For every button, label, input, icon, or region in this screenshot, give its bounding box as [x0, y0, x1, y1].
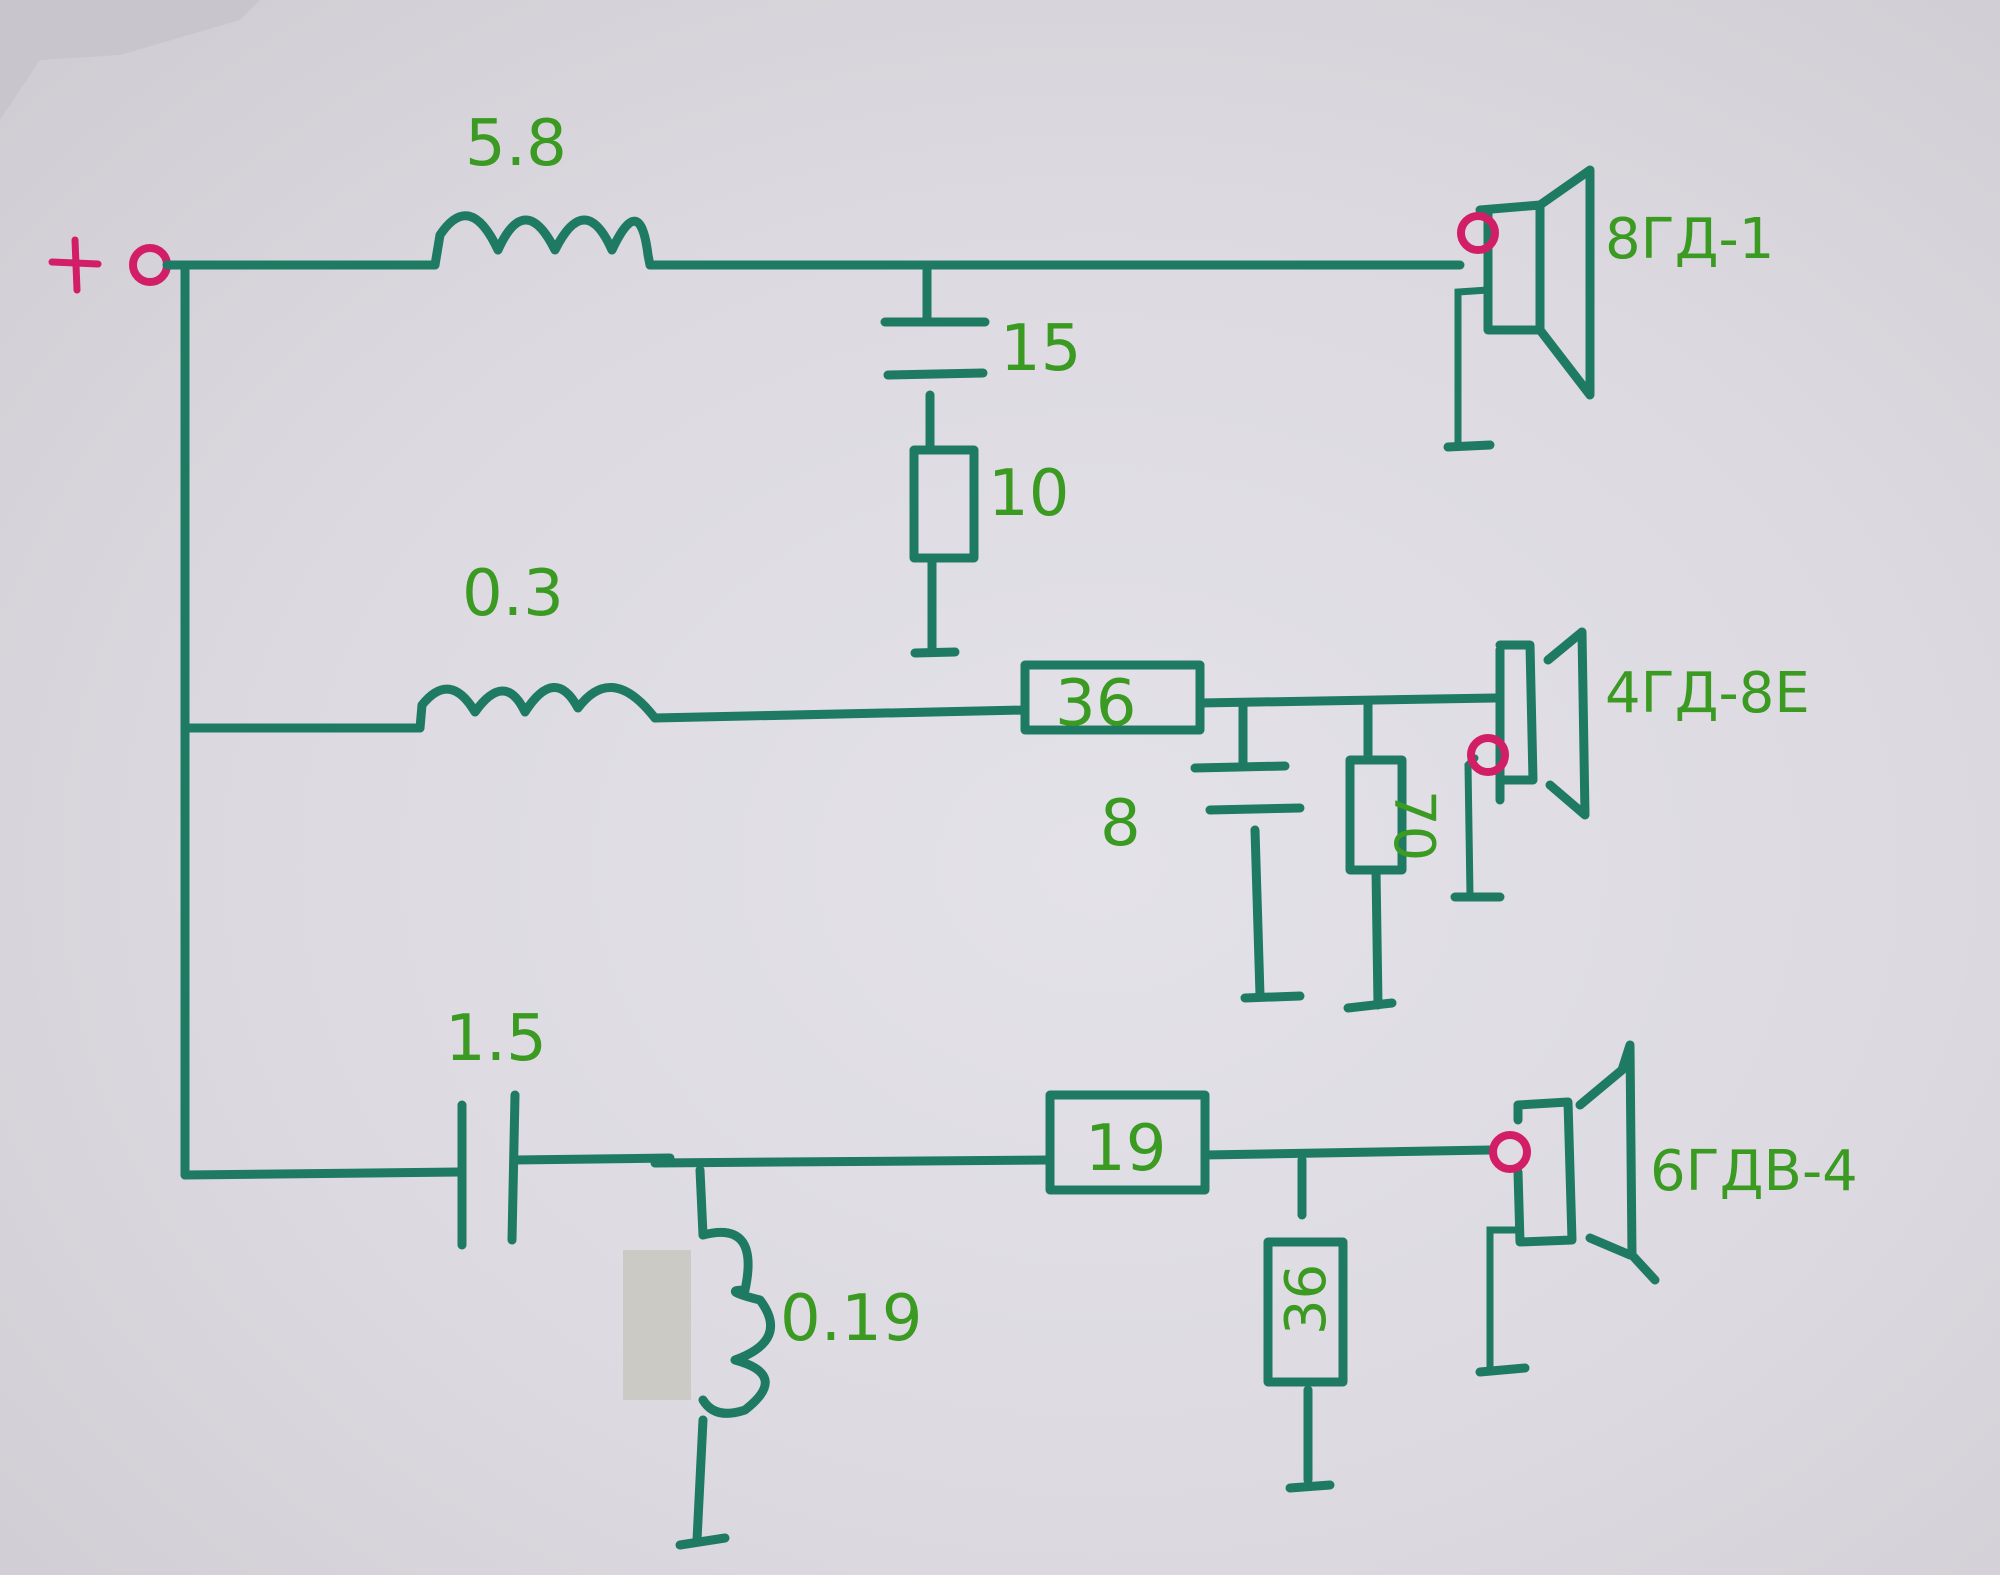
capacitor-c1-plate-b [883, 368, 988, 380]
resistor-r1-label: 10 [988, 457, 1069, 531]
ground-symbol [1240, 991, 1305, 1003]
speaker-magnet [1495, 640, 1538, 785]
resistor-r1 [909, 445, 979, 563]
speaker-terminal [1489, 1131, 1531, 1173]
ground-symbol [1443, 440, 1495, 452]
speaker-cone [1575, 1040, 1660, 1285]
speaker-return-wire [1454, 286, 1492, 449]
speaker-6gdv4: 6ГДВ-4 [1475, 1040, 1858, 1377]
branch-low: 5.8 15 10 8ГД-1 [162, 107, 1774, 658]
resistor-r2-label: 36 [1055, 667, 1136, 741]
resistor-r4 [1045, 1090, 1210, 1195]
resistor-r5-label: 36 [1274, 1264, 1339, 1335]
ground-symbol [1285, 1480, 1335, 1493]
capacitor-c1-label: 15 [1000, 312, 1081, 386]
ground-symbol [910, 647, 960, 658]
input-terminal [48, 236, 171, 294]
branch-high: 1.5 0.19 19 36 6ГДВ-4 [180, 1002, 1858, 1550]
wire [650, 1155, 1055, 1168]
speaker-magnet [1513, 1097, 1577, 1247]
plus-sign-v [71, 236, 81, 294]
speaker-8gd1: 8ГД-1 [1443, 165, 1774, 452]
speaker-6gdv4-label: 6ГДВ-4 [1650, 1139, 1858, 1204]
speaker-cone [1535, 165, 1595, 400]
inductor-l3 [698, 1227, 775, 1418]
capacitor-c2-plate-a [1190, 761, 1290, 773]
inductor-l3-label: 0.19 [780, 1282, 923, 1356]
wire [650, 705, 1030, 723]
speaker-4gd8e: 4ГД-8Е [1450, 627, 1810, 902]
speaker-8gd1-label: 8ГД-1 [1605, 207, 1774, 272]
ground-symbol [675, 1533, 730, 1550]
capacitor-c2-plate-b [1205, 803, 1305, 815]
wire [510, 1153, 675, 1165]
wire [1200, 1145, 1495, 1160]
wire [695, 1165, 708, 1240]
resistor-r3-label: 70 [1381, 790, 1446, 861]
speaker-return-wire [1464, 754, 1479, 899]
wire [692, 1415, 708, 1545]
inductor-l1 [430, 211, 655, 270]
wire [1371, 865, 1383, 1010]
speaker-terminal [1467, 734, 1509, 776]
speaker-4gd8e-label: 4ГД-8Е [1605, 661, 1810, 726]
torn-corner [0, 0, 260, 120]
tape-patch [623, 1250, 691, 1400]
speaker-return-wire [1486, 1226, 1522, 1374]
inductor-l2 [415, 683, 660, 733]
capacitor-c3-plate-b [507, 1090, 520, 1245]
wire [1250, 825, 1265, 1000]
capacitor-c3-label: 1.5 [445, 1002, 547, 1076]
speaker-cone [1543, 627, 1590, 820]
resistor-r5 [1263, 1237, 1348, 1387]
branch-mid: 0.3 36 8 70 4ГД-8Е [180, 557, 1810, 1013]
inductor-l1-label: 5.8 [465, 107, 567, 181]
resistor-r4-label: 19 [1085, 1112, 1166, 1186]
inductor-l2-label: 0.3 [462, 557, 564, 631]
capacitor-c2-label: 8 [1100, 787, 1141, 861]
speaker-terminal [1457, 212, 1499, 254]
ground-symbol [1343, 998, 1397, 1013]
resistor-r2 [1020, 660, 1205, 735]
ground-symbol [1475, 1363, 1530, 1377]
wire [180, 1167, 465, 1180]
input-terminal-circle [129, 244, 171, 286]
wire [1195, 693, 1500, 708]
